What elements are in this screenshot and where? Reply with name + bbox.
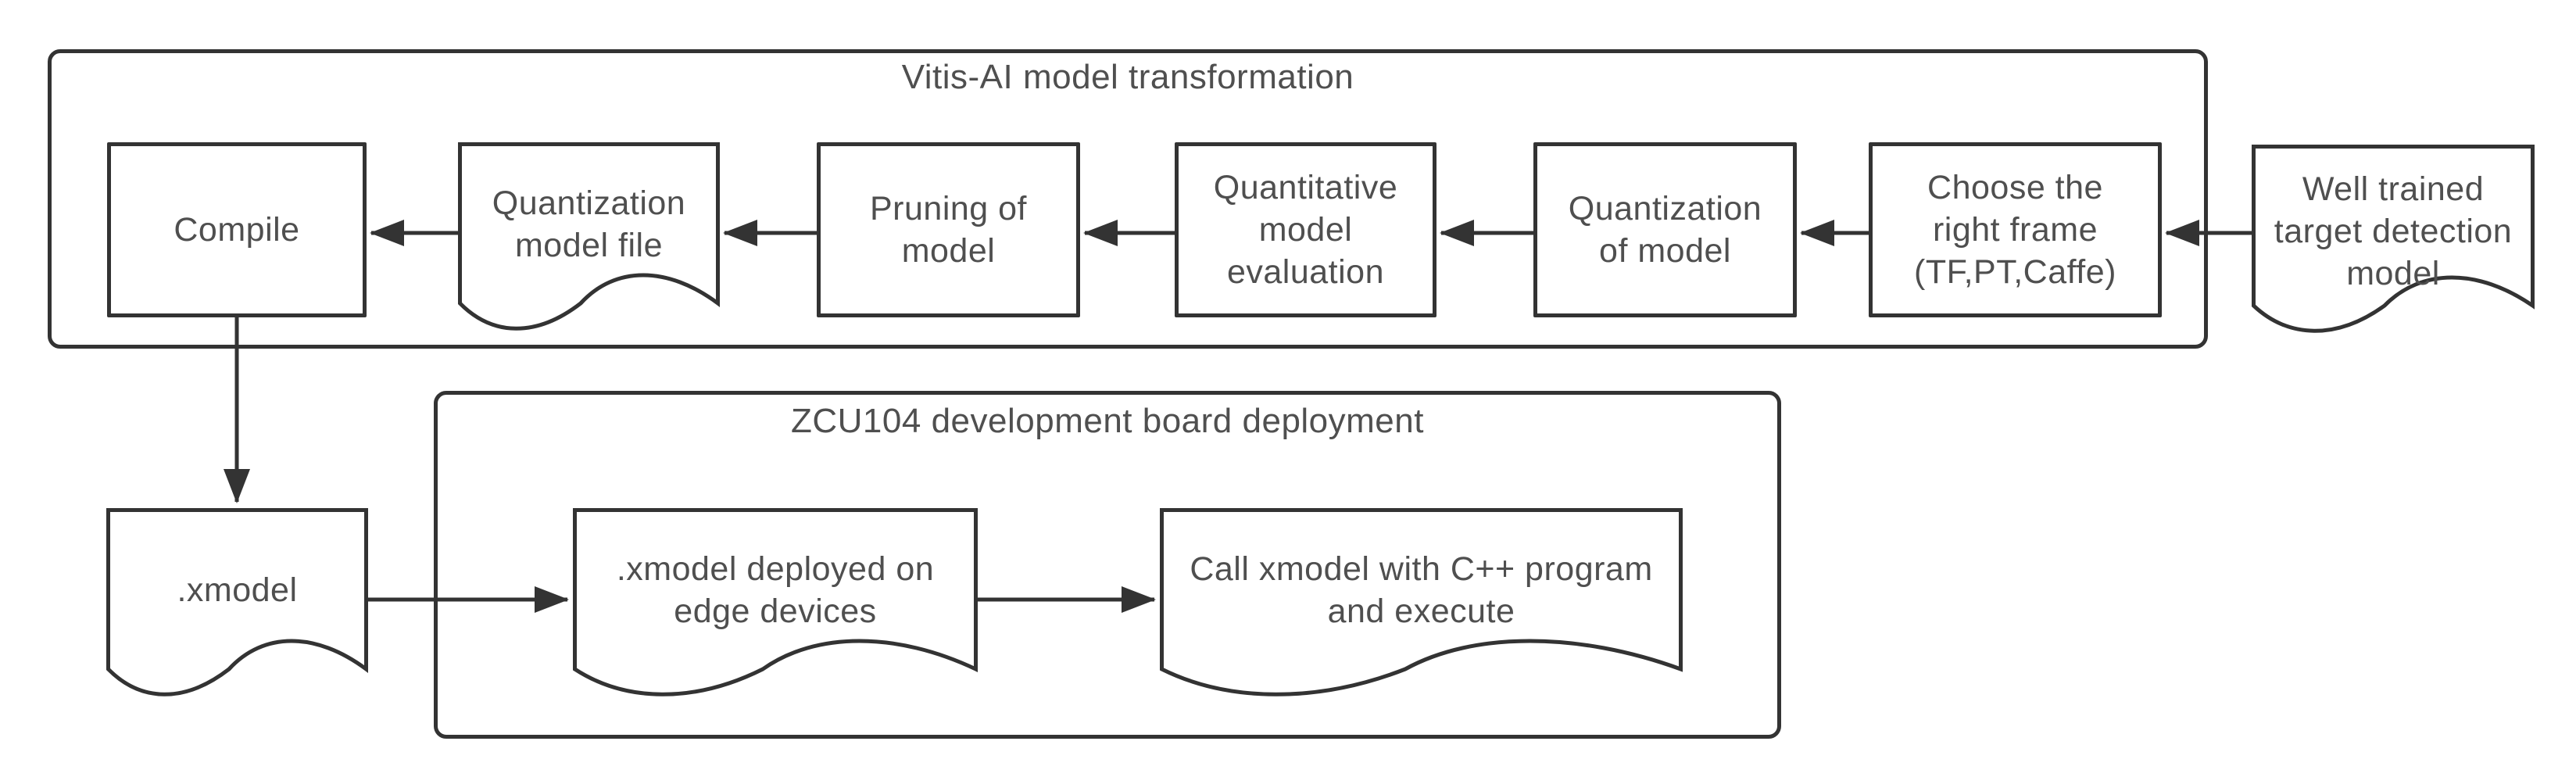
document-shape [1160, 508, 1683, 696]
node-quantization-of-model-label: Quantization of model [1568, 189, 1762, 270]
node-xmodel-label: .xmodel [177, 571, 298, 609]
node-choose-right-frame: Choose the right frame (TF,PT,Caffe) [1869, 142, 2162, 317]
node-xmodel-deployed: .xmodel deployed on edge devices [573, 508, 978, 705]
document-shape [573, 508, 978, 696]
document-shape [2252, 145, 2535, 333]
node-pruning-of-model: Pruning of model [817, 142, 1080, 317]
node-call-xmodel-label: Call xmodel with C++ program and execute [1190, 550, 1653, 630]
node-compile-label: Compile [174, 210, 300, 249]
zcu104-container-title: ZCU104 development board deployment [791, 402, 1424, 440]
node-quantitative-model-evaluation-label: Quantitative model evaluation [1213, 168, 1398, 292]
node-compile: Compile [107, 142, 367, 317]
node-quantitative-model-evaluation: Quantitative model evaluation [1175, 142, 1436, 317]
node-quantization-model-file: Quantization model file [458, 142, 720, 339]
node-pruning-of-model-label: Pruning of model [869, 189, 1028, 270]
node-xmodel: .xmodel [106, 508, 368, 705]
vitis-container-title: Vitis-AI model transformation [901, 58, 1354, 96]
node-well-trained-model: Well trained target detection model [2252, 145, 2535, 342]
document-shape [458, 142, 720, 331]
node-call-xmodel: Call xmodel with C++ program and execute [1160, 508, 1683, 705]
container-vitis-ai-transformation [48, 49, 2208, 349]
node-quantization-model-file-label: Quantization model file [492, 184, 686, 264]
node-xmodel-deployed-label: .xmodel deployed on edge devices [616, 550, 935, 630]
node-well-trained-model-label: Well trained target detection model [2274, 170, 2513, 293]
container-zcu104-deployment [434, 391, 1781, 739]
node-quantization-of-model: Quantization of model [1533, 142, 1797, 317]
node-choose-right-frame-label: Choose the right frame (TF,PT,Caffe) [1914, 168, 2116, 292]
document-shape [106, 508, 368, 696]
